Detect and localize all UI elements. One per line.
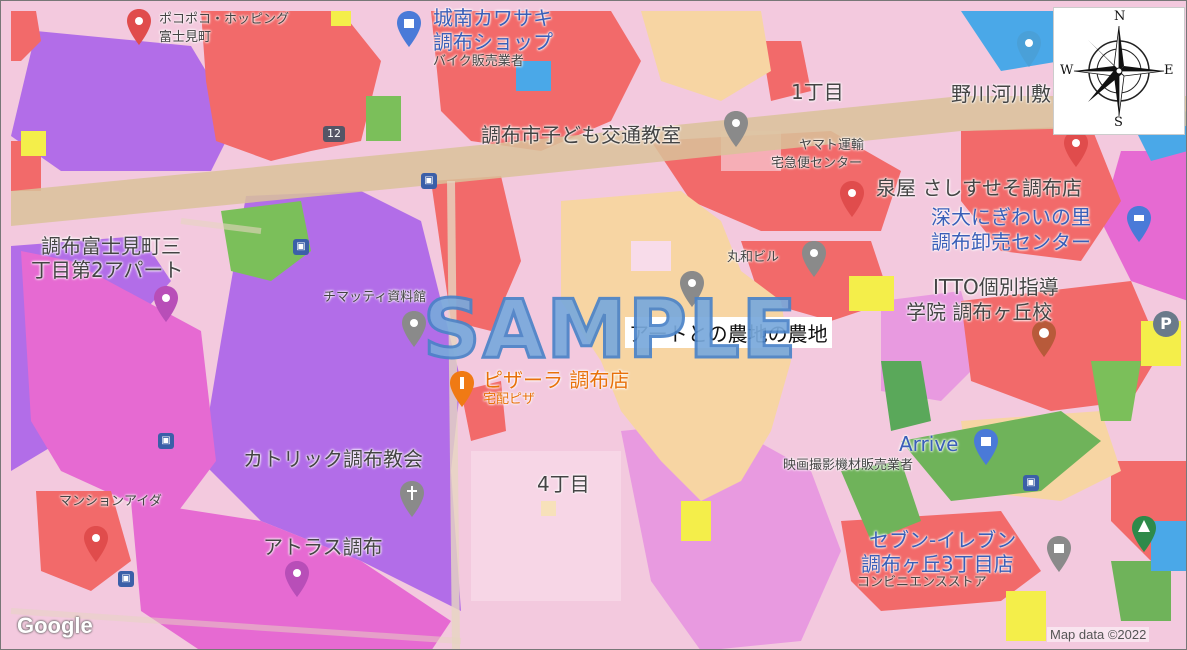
- park-pin-icon[interactable]: [1016, 31, 1042, 67]
- poi-label[interactable]: 丁目第2アパート: [31, 258, 184, 282]
- poi-label[interactable]: 富士見町: [159, 30, 212, 45]
- place-pin-icon[interactable]: [83, 526, 109, 562]
- shopping-pin-icon[interactable]: [396, 11, 422, 47]
- poi-label[interactable]: アトラス調布: [263, 535, 383, 559]
- map-data-attribution[interactable]: Map data ©2022: [1047, 627, 1150, 642]
- place-pin-icon[interactable]: [723, 111, 749, 147]
- shopping-cart-pin-icon[interactable]: [1126, 206, 1152, 242]
- shopping-pin-icon[interactable]: [973, 429, 999, 465]
- compass-east: E: [1164, 63, 1174, 78]
- apartment-pin-icon[interactable]: [153, 286, 179, 322]
- poi-label[interactable]: Arrive: [899, 432, 959, 456]
- road-number-shield: 12: [323, 126, 345, 142]
- place-pin-icon[interactable]: [801, 241, 827, 277]
- tree-pin-icon[interactable]: [1131, 516, 1157, 552]
- poi-label[interactable]: 調布富士見町三: [41, 234, 181, 258]
- poi-label: 宅配ピザ: [483, 392, 536, 407]
- bus-stop-icon[interactable]: ▣: [421, 173, 437, 189]
- bus-stop-icon[interactable]: ▣: [1023, 475, 1039, 491]
- poi-label[interactable]: マンションアイダ: [59, 494, 162, 509]
- church-pin-icon[interactable]: [399, 481, 425, 517]
- poi-label[interactable]: ピザーラ 調布店: [483, 368, 630, 392]
- place-pin-icon[interactable]: [679, 271, 705, 307]
- poi-label: 宅急便センター: [771, 156, 863, 171]
- poi-label[interactable]: ITTO個別指導: [933, 275, 1059, 299]
- poi-label[interactable]: 調布ショップ: [433, 30, 553, 54]
- poi-label[interactable]: 野川河川敷: [951, 82, 1051, 106]
- compass-west: W: [1060, 63, 1074, 78]
- poi-label[interactable]: カトリック調布教会: [243, 447, 423, 471]
- bus-stop-icon[interactable]: ▣: [158, 433, 174, 449]
- poi-label[interactable]: 学院 調布ヶ丘校: [906, 300, 1053, 324]
- map-pin-icon[interactable]: [126, 9, 152, 45]
- museum-pin-icon[interactable]: [401, 311, 427, 347]
- poi-label[interactable]: 城南カワサキ: [433, 6, 553, 30]
- poi-label[interactable]: ヤマト運輸: [799, 138, 865, 153]
- poi-label[interactable]: 丸和ビル: [727, 250, 780, 265]
- compass-south: S: [1114, 115, 1123, 130]
- school-pin-icon[interactable]: [1031, 321, 1057, 357]
- poi-label[interactable]: 調布卸売センター: [931, 230, 1091, 254]
- area-label: 1丁目: [791, 80, 844, 104]
- poi-label[interactable]: 深大にぎわいの里: [931, 205, 1091, 229]
- place-pin-icon[interactable]: [839, 181, 865, 217]
- convenience-store-pin-icon[interactable]: [1046, 536, 1072, 572]
- poi-label[interactable]: セブン-イレブン: [869, 528, 1017, 552]
- bus-stop-icon[interactable]: ▣: [118, 571, 134, 587]
- compass-icon: [1073, 25, 1165, 117]
- parking-icon[interactable]: P: [1153, 311, 1179, 337]
- compass-north: N: [1114, 9, 1126, 24]
- place-pin-icon[interactable]: [1063, 131, 1089, 167]
- poi-label[interactable]: ポコポコ・ホッピング: [159, 12, 290, 27]
- bus-stop-icon[interactable]: ▣: [293, 239, 309, 255]
- restaurant-pin-icon[interactable]: [449, 371, 475, 407]
- poi-label: バイク販売業者: [433, 54, 524, 69]
- sample-watermark: SAMPLE: [421, 282, 799, 378]
- area-label: 4丁目: [537, 472, 590, 496]
- poi-label: 映画撮影機材販売業者: [783, 458, 914, 473]
- poi-label: コンビニエンスストア: [857, 575, 987, 590]
- google-logo[interactable]: Google: [17, 613, 93, 638]
- compass-rose: N S E W: [1053, 7, 1185, 135]
- poi-label[interactable]: 泉屋 さしすせそ調布店: [876, 176, 1082, 200]
- poi-label[interactable]: 調布ヶ丘3丁目店: [861, 552, 1014, 576]
- poi-label[interactable]: チマッティ資料館: [323, 290, 427, 305]
- poi-label[interactable]: 調布市子ども交通教室: [481, 123, 681, 147]
- apartment-pin-icon[interactable]: [284, 561, 310, 597]
- selected-parcel-label: アートとの農地の農地: [625, 317, 832, 348]
